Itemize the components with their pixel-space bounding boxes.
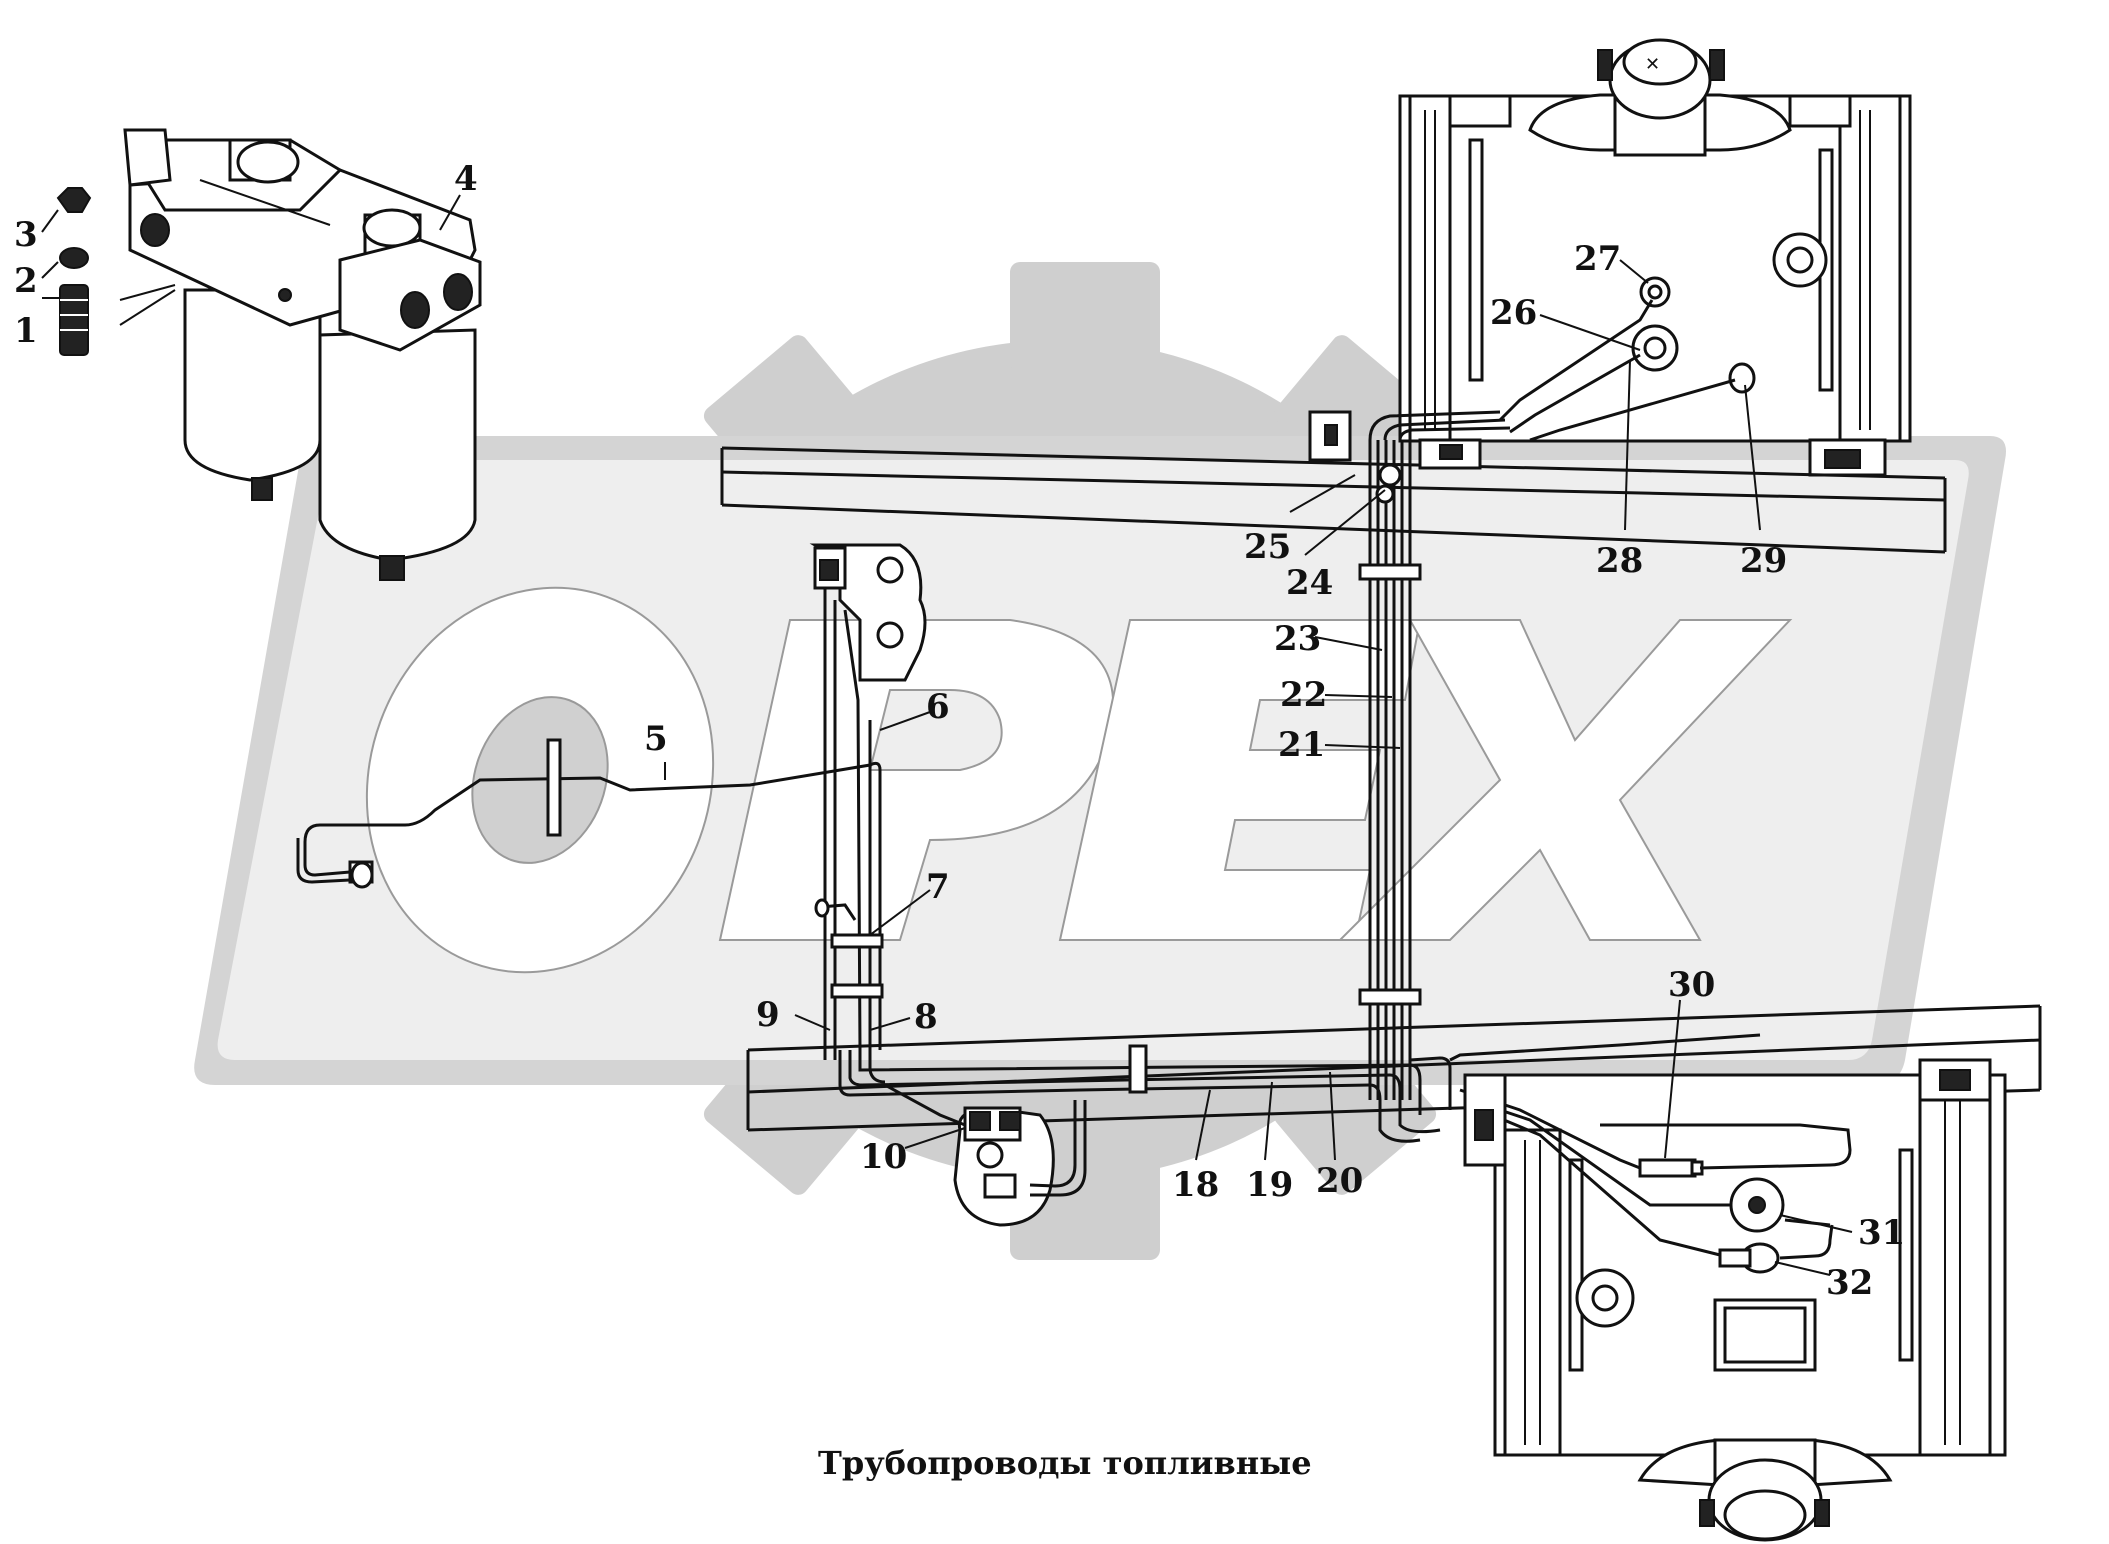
pipe-bundle-horizontal <box>838 1033 1761 1143</box>
callout-27: 27 <box>1574 239 1621 279</box>
fuel-tank-lower <box>1459 1058 2007 1542</box>
callout-19: 19 <box>1246 1165 1293 1205</box>
callout-24: 24 <box>1286 563 1333 603</box>
diagram-caption: Трубопроводы топливные <box>818 1444 1312 1482</box>
callout-21: 21 <box>1278 725 1325 765</box>
nut-icon <box>56 187 92 213</box>
callout-8: 8 <box>914 997 938 1037</box>
callout-3: 3 <box>14 215 38 255</box>
bolt-icon <box>59 284 89 356</box>
callout-20: 20 <box>1316 1161 1363 1201</box>
svg-text:✕: ✕ <box>1645 54 1660 75</box>
callout-26: 26 <box>1490 293 1537 333</box>
callout-9: 9 <box>756 995 780 1035</box>
pipe-bundle-vertical <box>1358 410 1511 1100</box>
washer-icon <box>59 247 89 269</box>
frame-rail-upper <box>720 410 1947 554</box>
callout-29: 29 <box>1740 541 1787 581</box>
fuel-tank-upper: ✕ <box>1398 38 1912 477</box>
callout-23: 23 <box>1274 619 1321 659</box>
watermark-letter-x <box>1337 619 1793 941</box>
callout-1: 1 <box>14 311 38 351</box>
callout-6: 6 <box>926 687 950 727</box>
callout-31: 31 <box>1858 1213 1905 1253</box>
callout-18: 18 <box>1172 1165 1219 1205</box>
pipe-left-assembly <box>296 543 927 1084</box>
callout-28: 28 <box>1596 541 1643 581</box>
callout-25: 25 <box>1244 527 1291 567</box>
leader-lines <box>41 194 1853 1276</box>
callout-22: 22 <box>1280 675 1327 715</box>
callout-32: 32 <box>1826 1263 1873 1303</box>
callout-4: 4 <box>454 159 478 199</box>
callout-7: 7 <box>926 867 950 907</box>
callout-10: 10 <box>860 1137 907 1177</box>
fuel-filter-icon <box>56 128 482 581</box>
callout-5: 5 <box>644 719 668 759</box>
pump-icon <box>884 1083 1087 1227</box>
watermark <box>194 262 2007 1260</box>
callout-2: 2 <box>14 261 38 301</box>
callout-30: 30 <box>1668 965 1715 1005</box>
callout-labels: 1 2 3 4 5 6 7 8 9 10 18 19 20 21 22 23 2… <box>14 159 1905 1303</box>
